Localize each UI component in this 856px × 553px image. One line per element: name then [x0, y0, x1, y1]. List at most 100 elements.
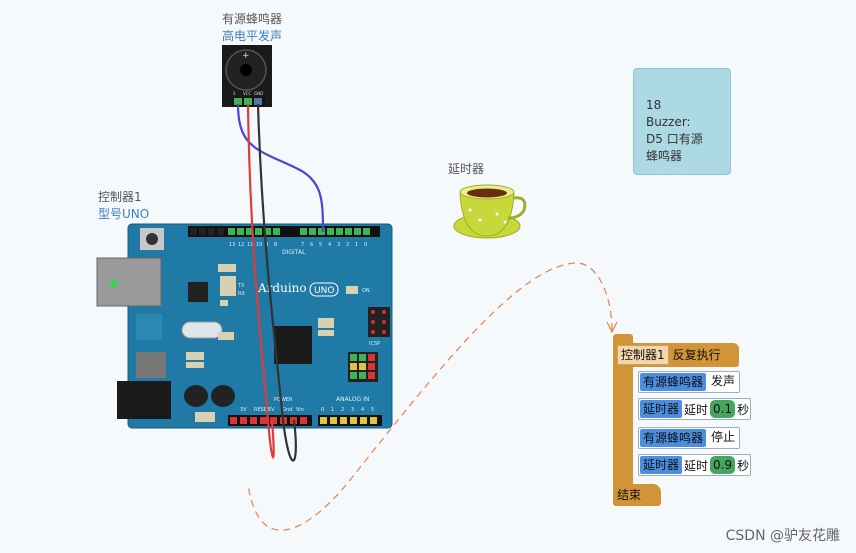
- analog-pin[interactable]: [330, 417, 337, 424]
- unit-label: 秒: [737, 458, 750, 473]
- digital-pin-label: 6: [310, 242, 313, 248]
- delay-value-input[interactable]: 0.1: [710, 400, 736, 418]
- action-select[interactable]: 停止: [708, 428, 739, 448]
- buzzer-desc: 高电平发声: [222, 29, 283, 43]
- wire-vcc: [246, 103, 275, 459]
- digital-pin[interactable]: [228, 228, 235, 235]
- unit-label: 秒: [737, 402, 750, 417]
- digital-header-base: [188, 226, 380, 237]
- board-model: 型号UNO: [98, 207, 150, 221]
- analog-pin[interactable]: [370, 417, 377, 424]
- digital-pin[interactable]: [264, 228, 271, 235]
- buzzer-pin-vcc: VCC: [243, 91, 252, 96]
- svg-text:+: +: [242, 51, 250, 61]
- digital-pin[interactable]: [255, 228, 262, 235]
- device-select[interactable]: 有源蜂鸣器: [640, 429, 707, 447]
- controller-select[interactable]: 控制器1: [617, 345, 669, 365]
- digital-pin[interactable]: [300, 228, 307, 235]
- digital-pin[interactable]: [237, 228, 244, 235]
- analog-pin-label: 0: [321, 407, 324, 413]
- stmt-delay-1[interactable]: 延时器 延时 0.1 秒: [638, 398, 752, 420]
- aux-pin[interactable]: [208, 228, 215, 235]
- buzzer-pin-s: S: [233, 91, 236, 96]
- analog-pin[interactable]: [360, 417, 367, 424]
- reset-button-icon[interactable]: [146, 233, 158, 245]
- aux-pin[interactable]: [199, 228, 206, 235]
- power-label: POWER: [274, 397, 293, 403]
- buzzer-pin-gnd: GND: [254, 91, 263, 96]
- power-pin[interactable]: [230, 417, 237, 424]
- digital-pin-label: 5: [319, 242, 322, 248]
- digital-pin-label: 2: [346, 242, 349, 248]
- aux-pin[interactable]: [190, 228, 197, 235]
- watermark: CSDN @驴友花雕: [725, 528, 840, 544]
- tx-label: TX: [237, 283, 245, 289]
- digital-pin[interactable]: [318, 228, 325, 235]
- digital-pin-label: 12: [238, 242, 244, 248]
- connector-arrow-icon: [606, 321, 618, 334]
- digital-pin[interactable]: [273, 228, 280, 235]
- loop-block-body[interactable]: [613, 334, 633, 506]
- power-pin-label: 3V: [240, 407, 247, 413]
- power-pin[interactable]: [250, 417, 257, 424]
- digital-pin-label: 0: [364, 242, 367, 248]
- wire-signal: [236, 103, 325, 233]
- power-pin-label: RESET: [254, 407, 271, 413]
- analog-label: ANALOG IN: [336, 396, 369, 403]
- end-label: 结束: [617, 488, 642, 502]
- device-select[interactable]: 延时器: [640, 456, 683, 474]
- power-jack: [117, 381, 171, 419]
- wire-gnd: [256, 103, 297, 462]
- digital-pin[interactable]: [363, 228, 370, 235]
- buzzer-label: 有源蜂鸣器 高电平发声: [222, 11, 282, 45]
- analog-pin[interactable]: [320, 417, 327, 424]
- analog-pin[interactable]: [350, 417, 357, 424]
- analog-pin-label: 4: [361, 407, 364, 413]
- on-label: ON: [362, 288, 370, 294]
- power-pin[interactable]: [270, 417, 277, 424]
- digital-pin-label: 8: [274, 242, 277, 248]
- digital-pin-label: 13: [229, 242, 235, 248]
- power-pin-label: 5V: [268, 407, 275, 413]
- stmt-buzzer-on[interactable]: 有源蜂鸣器 发声: [638, 371, 741, 393]
- digital-pin[interactable]: [246, 228, 253, 235]
- digital-label: DIGITAL: [282, 249, 306, 256]
- device-select[interactable]: 延时器: [640, 400, 683, 418]
- digital-pin[interactable]: [309, 228, 316, 235]
- power-pin[interactable]: [240, 417, 247, 424]
- device-select[interactable]: 有源蜂鸣器: [640, 373, 707, 391]
- delay-label: 延时器: [448, 162, 485, 176]
- stmt-delay-2[interactable]: 延时器 延时 0.9 秒: [638, 454, 752, 476]
- delay-value-input[interactable]: 0.9: [710, 456, 736, 474]
- rx-label: RX: [238, 291, 245, 297]
- buzzer-name: 有源蜂鸣器: [222, 12, 283, 26]
- digital-pin[interactable]: [327, 228, 334, 235]
- digital-pin[interactable]: [336, 228, 343, 235]
- stmt-buzzer-off[interactable]: 有源蜂鸣器 停止: [638, 427, 741, 449]
- digital-pin[interactable]: [354, 228, 361, 235]
- note-card[interactable]: 18 Buzzer: D5 口有源 蜂鸣器: [633, 68, 731, 175]
- buzzer-module[interactable]: + S VCC GND: [222, 45, 272, 107]
- power-pin[interactable]: [260, 417, 267, 424]
- mcu-chip: [274, 326, 312, 364]
- analog-pin-label: 1: [331, 407, 334, 413]
- teacup-icon[interactable]: [453, 184, 527, 239]
- note-line: 18: [646, 98, 662, 112]
- power-pin[interactable]: [300, 417, 307, 424]
- aux-pin[interactable]: [217, 228, 224, 235]
- digital-pin-label: 4: [328, 242, 331, 248]
- analog-pin[interactable]: [340, 417, 347, 424]
- loop-block-footer[interactable]: [613, 484, 661, 506]
- action-label: 延时: [684, 458, 709, 473]
- digital-pin-label: 3: [337, 242, 340, 248]
- analog-pin-label: 3: [351, 407, 354, 413]
- note-line: 蜂鸣器: [646, 149, 683, 163]
- digital-pin[interactable]: [345, 228, 352, 235]
- note-line: Buzzer:: [646, 115, 691, 129]
- action-select[interactable]: 发声: [708, 372, 739, 392]
